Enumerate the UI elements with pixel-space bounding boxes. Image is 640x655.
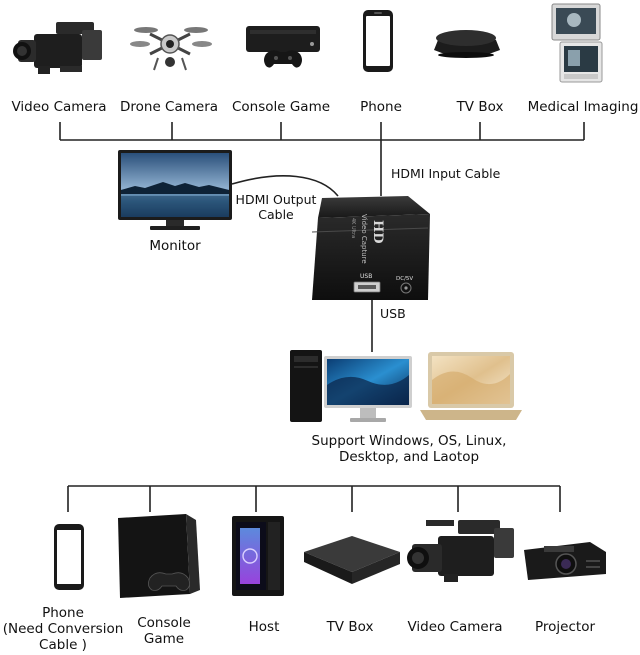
label-output-host: Host [248,619,280,635]
video-camera-icon [407,520,514,582]
tv-box-icon [304,536,400,584]
capture-card-title: Video Capture [360,214,368,264]
hdmi-output-cable-label-line1: HDMI Output [235,192,317,207]
usb-port-label: USB [360,273,372,280]
label-video-camera: Video Camera [11,99,107,115]
playstation-icon [118,514,200,598]
computers-support-line1: Support Windows, OS, Linux, [311,433,507,449]
medical-imaging-icon [551,3,603,83]
smartphone-icon [54,524,84,590]
label-output-console-line2: Game [143,631,185,647]
label-output-phone-line1: Phone [42,605,84,621]
hdmi-output-cable-label-line2: Cable [258,207,294,222]
label-phone: Phone [360,99,402,115]
output-bus-lines [67,485,561,512]
hdmi-output-cable [231,175,339,197]
power-port-label: DC/5V [396,276,413,282]
hdmi-input-cable-label: HDMI Input Cable [391,166,501,181]
label-monitor: Monitor [149,238,201,254]
gaming-pc-icon [232,516,284,596]
video-camera-icon [13,22,102,74]
tv-box-icon [434,30,500,58]
capture-card-brand: HD [370,220,385,244]
label-drone-camera: Drone Camera [119,99,219,115]
game-console-icon [246,26,320,68]
label-output-video-camera: Video Camera [407,619,503,635]
usb-cable-label: USB [380,306,406,321]
capture-card-subtitle: 4K Ultra [350,218,356,238]
label-tv-box: TV Box [456,99,504,115]
monitor-icon [118,150,232,230]
drone-icon [130,27,212,71]
tower-pc-icon [290,350,322,422]
label-output-console-line1: Console [137,615,191,631]
capture-card-icon: HD Video Capture 4K Ultra USB DC/5V [311,196,430,300]
laptop-icon [420,352,522,420]
desktop-monitor-icon [324,356,412,422]
smartphone-icon [363,10,393,72]
label-output-phone-line2: (Need Conversion [2,621,124,637]
label-output-tv-box: TV Box [326,619,374,635]
projector-icon [524,542,606,580]
label-console-game: Console Game [231,99,331,115]
label-output-projector: Projector [535,619,595,635]
label-output-phone-line3: Cable ) [39,637,87,653]
input-bus-lines [59,122,585,196]
computers-support-line2: Desktop, and Laotop [338,449,480,465]
label-medical-imaging: Medical Imaging [527,99,639,115]
